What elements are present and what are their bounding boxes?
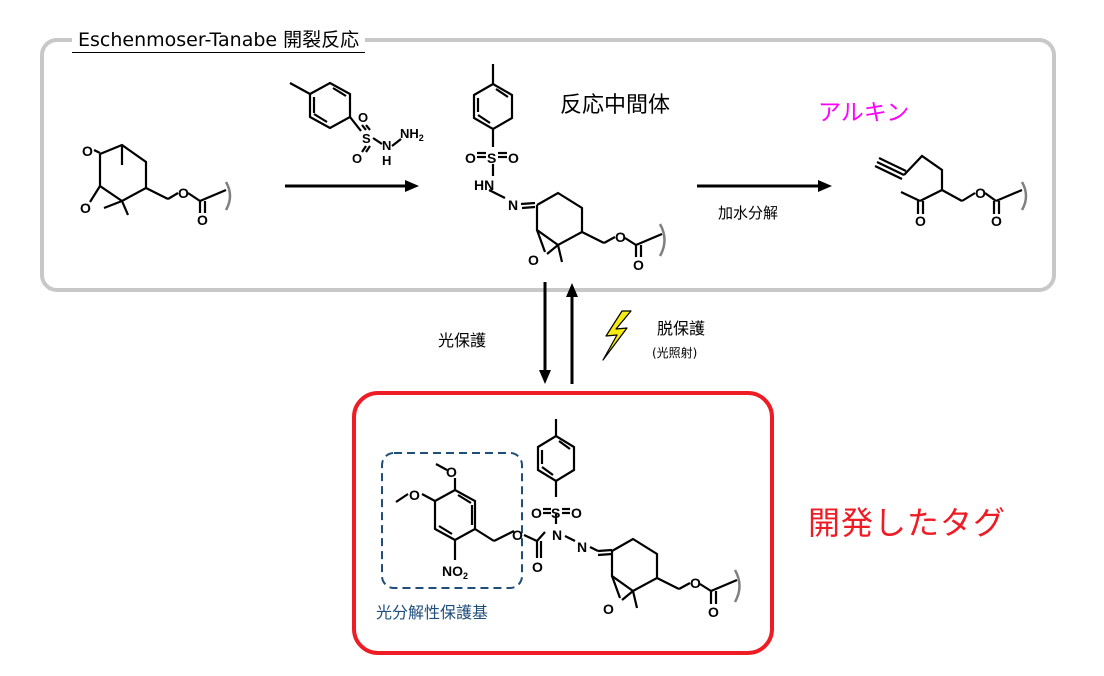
molecule-alkyne-atoms: O O O — [915, 185, 1002, 229]
molecule-alkyne — [874, 154, 1028, 214]
lightning-icon — [602, 310, 632, 361]
atom-o: O — [915, 213, 926, 229]
developed-tag-label: 開発したタグ — [808, 504, 1007, 542]
atom-o: O — [82, 143, 93, 159]
reaction-arrow-1 — [285, 180, 419, 192]
atom-no2: NO2 — [442, 563, 468, 581]
intermediate-label: 反応中間体 — [560, 93, 671, 118]
atom-o: O — [571, 505, 582, 521]
reagent-tosylhydrazide-atoms: S O O N H NH2 — [352, 110, 424, 168]
atom-nh2: NH2 — [400, 126, 424, 143]
reagent-tosylhydrazide — [289, 81, 402, 153]
scheme-title: Eschenmoser-Tanabe 開裂反応 — [72, 31, 366, 53]
hydrolysis-arrow — [697, 180, 832, 192]
atom-n: N — [508, 197, 518, 213]
atom-o: O — [352, 151, 362, 166]
atom-o: O — [80, 200, 91, 216]
atom-s: S — [487, 150, 496, 166]
molecule-tosylhydrazone-atoms: O S O HN N O O O — [465, 150, 644, 273]
deprotection-arrow — [566, 283, 578, 384]
deprotection-label: 脱保護 — [657, 319, 706, 338]
alkyne-label: アルキン — [818, 100, 910, 126]
atom-o: O — [690, 575, 701, 591]
molecule-epoxyketone-atoms: O O O O — [80, 143, 208, 228]
atom-o: O — [512, 527, 523, 543]
molecule-epoxyketone — [89, 143, 232, 216]
atom-o: O — [975, 185, 986, 201]
photolabile-group-label: 光分解性保護基 — [376, 603, 489, 622]
irradiation-label: (光照射) — [652, 346, 698, 360]
reaction-box — [40, 38, 1056, 292]
atom-n: N — [552, 527, 562, 543]
atom-h: H — [382, 153, 391, 168]
atom-o: O — [465, 150, 476, 166]
atom-o: O — [615, 229, 626, 245]
atom-o: O — [446, 464, 457, 480]
atom-s: S — [362, 131, 371, 146]
atom-hn: HN — [474, 177, 494, 193]
molecule-caged-tag-atoms: O S O N N O O O O NO2 O O O — [409, 464, 719, 620]
atom-o: O — [633, 257, 644, 273]
molecule-tosylhydrazone — [472, 64, 666, 263]
atom-o: O — [358, 110, 368, 125]
atom-o: O — [508, 150, 519, 166]
atom-o: O — [991, 213, 1002, 229]
molecule-caged-tag — [395, 419, 741, 609]
atom-o: O — [531, 505, 542, 521]
protection-arrow — [539, 282, 551, 384]
atom-o: O — [603, 601, 614, 617]
atom-o: O — [532, 559, 543, 575]
atom-n: N — [577, 539, 587, 555]
atom-o: O — [178, 185, 189, 201]
atom-o: O — [528, 252, 539, 268]
photoprotection-label: 光保護 — [438, 331, 487, 350]
atom-o: O — [197, 212, 208, 228]
atom-s: S — [551, 505, 560, 521]
atom-n: N — [382, 138, 391, 153]
atom-o: O — [409, 487, 420, 503]
tag-box — [352, 391, 774, 655]
atom-o: O — [708, 604, 719, 620]
sulfonyl-double-bonds — [477, 151, 507, 159]
caged-sulfonyl-double-bonds — [543, 507, 570, 515]
photolabile-group-box — [381, 452, 523, 589]
hydrolysis-label: 加水分解 — [718, 204, 779, 222]
